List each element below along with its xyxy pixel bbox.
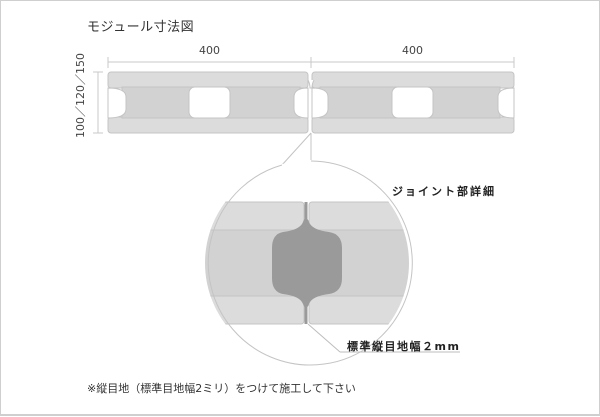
diagram-title: モジュール寸法図 bbox=[87, 20, 195, 35]
block-right bbox=[311, 71, 515, 134]
dimension-height-options: 100／120／150 bbox=[74, 53, 87, 138]
dimension-left-width: 400 bbox=[199, 44, 220, 57]
installation-note: ※縦目地（標準目地幅2ミリ）をつけて施工して下さい bbox=[87, 382, 356, 395]
gap-label-leader bbox=[307, 323, 460, 353]
block-left bbox=[107, 71, 309, 134]
standard-joint-width-label: 標準縦目地幅２mm bbox=[347, 340, 461, 353]
callout-lines bbox=[281, 132, 312, 166]
dimension-right-width: 400 bbox=[402, 44, 423, 57]
joint-detail-label: ジョイント部詳細 bbox=[392, 185, 496, 198]
dimension-lines bbox=[93, 57, 515, 134]
